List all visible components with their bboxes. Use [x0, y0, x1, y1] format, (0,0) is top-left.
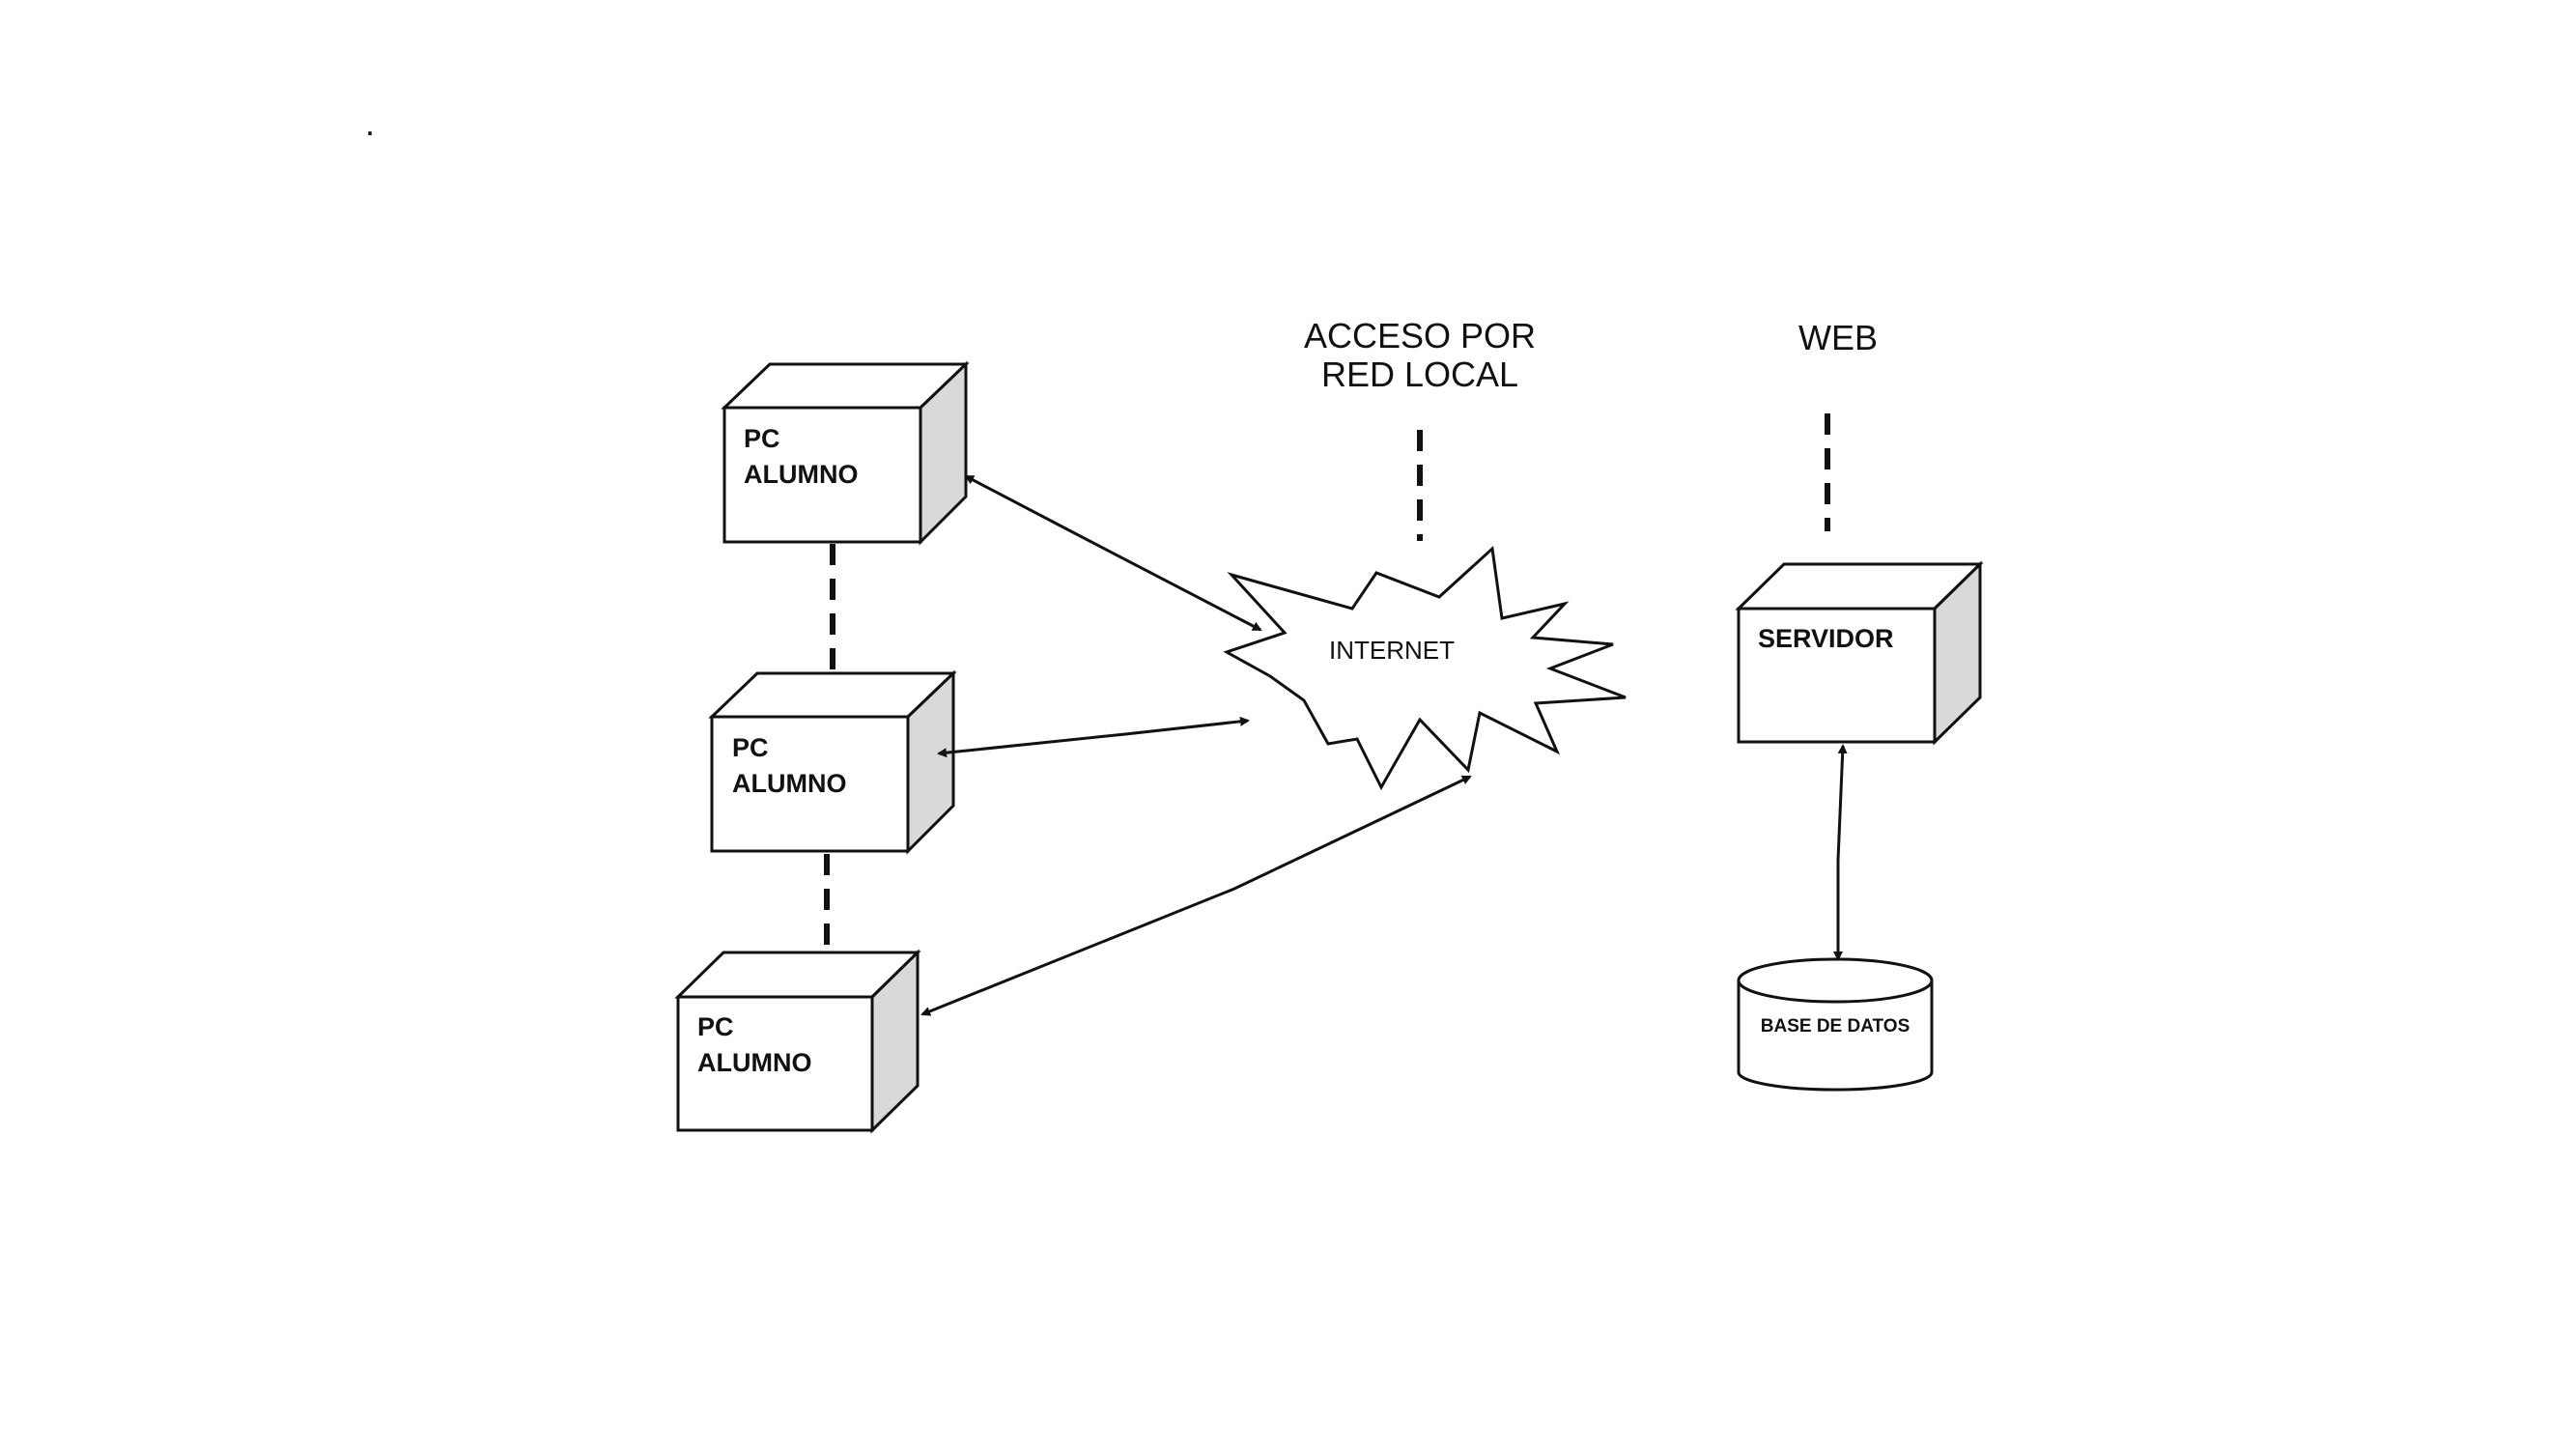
- servidor-node: SERVIDOR: [1735, 560, 1984, 746]
- servidor-label: SERVIDOR: [1758, 624, 1894, 653]
- pc2-internet-arrow: [937, 716, 1250, 758]
- pc-alumno-node-2: PC ALUMNO: [708, 669, 957, 855]
- stray-mark: .: [365, 103, 375, 143]
- internet-label: INTERNET: [1329, 636, 1455, 665]
- pc3-internet-arrow: [920, 775, 1472, 1016]
- pc3-label-line2: ALUMNO: [697, 1048, 811, 1077]
- database-node: BASE DE DATOS: [1737, 957, 1934, 1092]
- pc-alumno-node-3: PC ALUMNO: [674, 949, 921, 1134]
- pc1-internet-arrow: [964, 474, 1262, 632]
- internet-cloud: INTERNET: [1223, 545, 1627, 791]
- pc-alumno-node-1: PC ALUMNO: [721, 360, 970, 546]
- database-label: BASE DE DATOS: [1761, 1016, 1911, 1037]
- pc1-label-line1: PC: [744, 424, 780, 453]
- pc2-label-line1: PC: [732, 733, 769, 762]
- pc2-label-line2: ALUMNO: [732, 769, 846, 798]
- servidor-database-arrow: [1833, 744, 1848, 961]
- web-label: WEB: [1798, 318, 1878, 357]
- pc1-label-line2: ALUMNO: [744, 460, 858, 489]
- pc3-label-line1: PC: [697, 1012, 734, 1041]
- local-access-label-line1: ACCESO POR: [1304, 316, 1536, 355]
- local-access-label-line2: RED LOCAL: [1321, 355, 1518, 394]
